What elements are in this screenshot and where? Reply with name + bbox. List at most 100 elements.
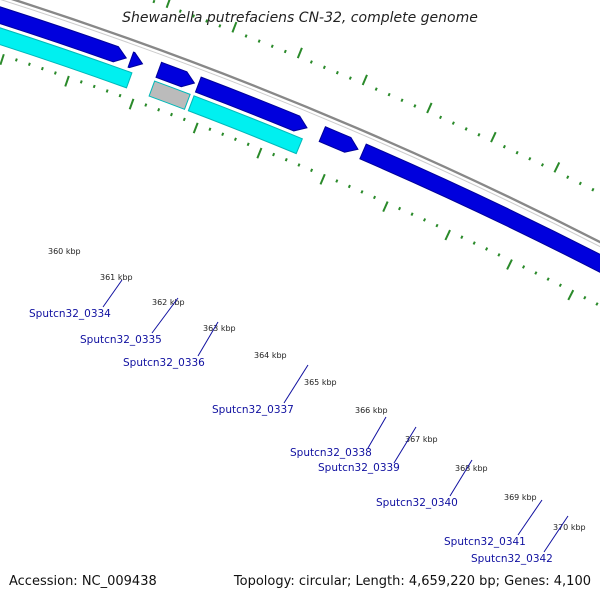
inner-tick: [170, 112, 173, 117]
inner-tick: [422, 218, 427, 222]
leader-line-7: [517, 499, 543, 536]
inner-tick: [256, 147, 263, 159]
outer-tick: [205, 19, 209, 23]
outer-tick: [361, 74, 368, 86]
inner-tick: [40, 66, 44, 71]
outer-tick: [477, 133, 481, 137]
outer-tick: [374, 87, 378, 91]
inner-tick: [246, 142, 250, 147]
gene-label-leaders: [102, 279, 569, 553]
gene-label-0340[interactable]: Sputcn32_0340: [376, 497, 458, 509]
inner-tick: [92, 84, 96, 89]
inner-tick: [144, 103, 148, 107]
outer-tick: [426, 102, 433, 114]
gene-feature-3: [0, 27, 133, 89]
inner-tick: [208, 127, 212, 131]
inner-tick: [522, 265, 526, 269]
outer-tick: [566, 175, 570, 179]
gene-label-0336[interactable]: Sputcn32_0336: [123, 357, 205, 369]
inner-tick: [297, 163, 301, 167]
inner-tick: [27, 62, 31, 66]
backbone-inner-line: [0, 0, 600, 248]
inner-tick: [460, 235, 464, 239]
outer-tick: [515, 150, 519, 155]
inner-tick: [595, 302, 599, 306]
outer-tick: [451, 121, 455, 125]
outer-tick: [231, 21, 238, 33]
tick-label-361: 361 kbp: [100, 273, 133, 282]
inner-tick: [284, 158, 288, 162]
inner-tick: [360, 190, 364, 194]
outer-tick: [528, 156, 532, 161]
tick-label-370: 370 kbp: [553, 523, 586, 532]
inner-tick: [118, 93, 122, 98]
outer-tick: [591, 187, 595, 192]
outer-tick: [400, 98, 404, 103]
inner-tick: [79, 80, 83, 84]
leader-line-0: [102, 279, 123, 308]
accession-label: Accession: NC_009438: [9, 574, 157, 589]
leader-line-6: [449, 459, 473, 497]
inner-tick: [182, 117, 186, 122]
tick-label-367: 367 kbp: [405, 435, 438, 444]
inner-tick: [382, 201, 389, 213]
outer-tick: [540, 163, 545, 167]
outer-tick: [348, 76, 352, 80]
gene-label-0334[interactable]: Sputcn32_0334: [29, 308, 111, 320]
tick-label-362: 362 kbp: [152, 298, 185, 307]
leader-line-8: [543, 515, 569, 553]
cds-track: [0, 6, 600, 273]
cds-feature-4: [0, 6, 128, 63]
inner-tick: [583, 295, 587, 300]
outer-tick: [413, 104, 417, 108]
outer-tick: [270, 44, 274, 49]
inner-tick: [310, 168, 314, 173]
leader-line-3: [283, 364, 309, 404]
gene-labels: Sputcn32_0334 Sputcn32_0335 Sputcn32_033…: [29, 308, 553, 565]
inner-tick: [221, 132, 225, 136]
backbone-track: [0, 0, 600, 248]
cds-feature-5: [127, 51, 144, 69]
backbone-outer-line: [10, 0, 600, 244]
inner-tick: [485, 247, 489, 251]
inner-tick: [506, 259, 513, 270]
gene-label-0338[interactable]: Sputcn32_0338: [290, 447, 372, 459]
inner-tick: [567, 289, 575, 301]
inner-tick: [398, 206, 402, 211]
outer-tick: [165, 0, 171, 9]
kbp-tick-labels: 360 kbp 361 kbp 362 kbp 363 kbp 364 kbp …: [48, 247, 586, 532]
inner-tick: [105, 89, 109, 93]
outer-tick: [387, 92, 391, 97]
tick-label-363: 363 kbp: [203, 324, 236, 333]
gene-feature-5: [187, 95, 304, 155]
inner-tick: [435, 223, 439, 228]
outer-tick: [244, 34, 248, 38]
inner-tick: [272, 152, 276, 157]
cds-feature-8: [318, 126, 359, 153]
inner-tick: [64, 75, 70, 87]
gene-label-0342[interactable]: Sputcn32_0342: [471, 553, 553, 565]
inner-ticks: [0, 53, 599, 306]
gene-track: [0, 27, 304, 155]
topology-label: Topology: circular; Length: 4,659,220 bp…: [233, 574, 591, 589]
inner-tick: [558, 283, 562, 288]
leader-line-4: [367, 416, 387, 449]
outer-tick: [192, 14, 195, 18]
map-title: Shewanella putrefaciens CN-32, complete …: [122, 10, 478, 26]
inner-tick: [373, 195, 377, 200]
inner-tick: [319, 173, 326, 185]
inner-tick: [128, 98, 135, 110]
inner-tick: [335, 179, 339, 183]
inner-tick: [0, 53, 5, 66]
outer-tick: [553, 162, 561, 173]
inner-tick: [192, 122, 199, 134]
gene-label-0337[interactable]: Sputcn32_0337: [212, 404, 294, 416]
cds-feature-7: [194, 76, 308, 132]
tick-label-360: 360 kbp: [48, 247, 81, 256]
tick-label-365: 365 kbp: [304, 378, 337, 387]
gene-label-0335[interactable]: Sputcn32_0335: [80, 334, 162, 346]
gene-label-0341[interactable]: Sputcn32_0341: [444, 536, 526, 548]
gene-label-0339[interactable]: Sputcn32_0339: [318, 462, 400, 474]
